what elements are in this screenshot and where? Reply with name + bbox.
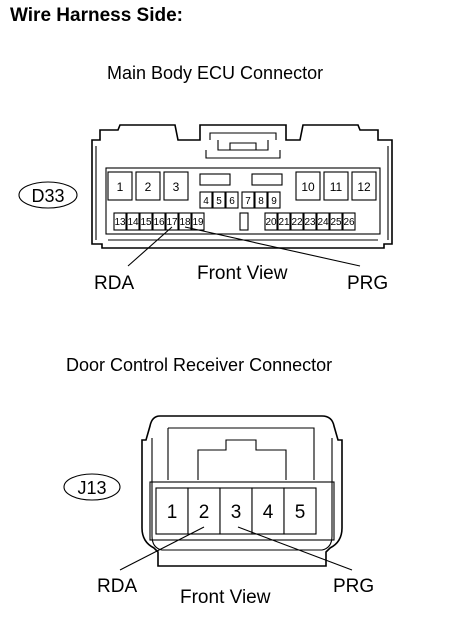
j13-pin-5: 5 (295, 502, 306, 523)
connector1-center-key (239, 212, 249, 231)
pin-8: 8 (258, 196, 264, 207)
connector1-pins-bottom-left: 13 14 15 16 17 18 19 (113, 212, 205, 231)
connector1-title: Main Body ECU Connector (107, 63, 324, 83)
connector2-prg-leader (237, 526, 353, 571)
connector1-rda-leader (127, 226, 173, 267)
pin-1: 1 (117, 180, 124, 194)
pin-12: 12 (357, 180, 371, 194)
pin-24: 24 (317, 217, 329, 228)
pin-4: 4 (203, 196, 209, 207)
connector1-rda-label: RDA (94, 273, 134, 294)
pin-2: 2 (145, 180, 152, 194)
connector1-tag: D33 (31, 186, 64, 206)
pin-3: 3 (173, 180, 180, 194)
connector1-key-right (251, 173, 283, 186)
pin-6: 6 (229, 196, 235, 207)
connector1-pins-bottom-right: 20 21 22 23 24 25 26 (264, 212, 356, 231)
pin-13: 13 (114, 217, 126, 228)
connector1-pins-top-left: 1 2 3 (107, 171, 189, 201)
pin-7: 7 (245, 196, 251, 207)
connector2-lock (197, 439, 287, 480)
pin-25: 25 (330, 217, 342, 228)
connector1-prg-leader (184, 226, 361, 267)
pin-11: 11 (330, 180, 343, 194)
j13-pin-1: 1 (167, 502, 178, 523)
connector2-housing (141, 415, 343, 567)
connector2-rda-leader (119, 526, 205, 571)
connector2-prg-label: PRG (333, 576, 374, 597)
connector1-pins-top-right: 10 11 12 (295, 171, 377, 201)
connector1-latch (205, 132, 281, 159)
pin-10: 10 (301, 180, 315, 194)
connector2-rda-label: RDA (97, 576, 137, 597)
connector1-key-left (199, 173, 231, 186)
connector1-housing (91, 124, 393, 249)
connector1-diagram: 1 2 3 4 5 6 7 8 9 10 11 12 13 14 (18, 124, 393, 294)
j13-pin-3: 3 (231, 502, 242, 523)
pin-26: 26 (343, 217, 355, 228)
pin-20: 20 (265, 217, 277, 228)
connector1-prg-label: PRG (347, 273, 388, 294)
pin-16: 16 (153, 217, 165, 228)
j13-pin-4: 4 (263, 502, 274, 523)
pin-21: 21 (278, 217, 290, 228)
connector2-tag-oval (63, 473, 121, 501)
connector2-pins: 1 2 3 4 5 (155, 487, 317, 535)
pin-14: 14 (127, 217, 139, 228)
connector1-pins-top-mid: 4 5 6 7 8 9 (199, 191, 281, 209)
connector2-tag: J13 (77, 478, 106, 498)
connector2-view-label: Front View (180, 587, 271, 608)
pin-22: 22 (291, 217, 303, 228)
pin-5: 5 (216, 196, 222, 207)
page-heading: Wire Harness Side: (10, 5, 184, 26)
pin-17: 17 (166, 217, 178, 228)
pin-19: 19 (192, 217, 204, 228)
j13-pin-2: 2 (199, 502, 210, 523)
pin-23: 23 (304, 217, 316, 228)
pin-9: 9 (271, 196, 277, 207)
connector1-tag-oval (18, 181, 78, 209)
pin-15: 15 (140, 217, 152, 228)
connector2-title: Door Control Receiver Connector (66, 355, 333, 375)
connector1-view-label: Front View (197, 263, 288, 284)
pin-18: 18 (179, 217, 191, 228)
